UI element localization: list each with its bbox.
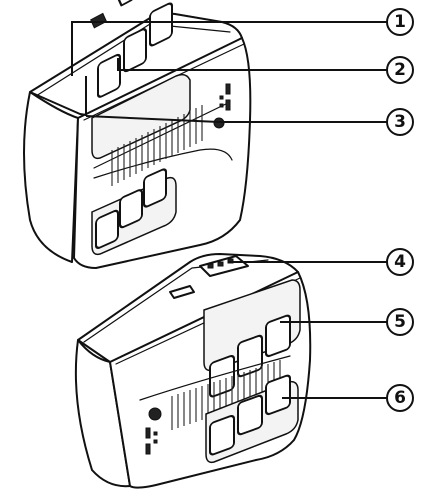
top-switch-panel [90, 0, 133, 29]
top-status-indicators [219, 83, 231, 111]
top-unit-illustration [23, 0, 252, 269]
bottom-outlet-row-upper [209, 314, 291, 398]
callout-label-2: 2 [394, 60, 406, 80]
callout-4: 4 [228, 248, 414, 276]
callout-label-1: 1 [394, 12, 406, 32]
top-vent-grille [111, 105, 203, 186]
top-outlet-row-upper [97, 2, 173, 98]
bottom-unit-illustration [74, 253, 312, 489]
callout-1: 1 [71, 8, 414, 116]
callout-label-6: 6 [394, 388, 406, 408]
callout-label-5: 5 [394, 312, 406, 332]
callout-label-3: 3 [394, 112, 406, 132]
bottom-status-indicators [145, 427, 158, 455]
callout-6: 6 [282, 384, 414, 412]
callout-label-4: 4 [394, 252, 406, 272]
bottom-outlet-row-lower [209, 374, 291, 456]
bottom-display-panel [169, 255, 249, 299]
callout-3: 3 [85, 108, 414, 136]
callout-2: 2 [117, 56, 414, 84]
top-outlet-row-lower [95, 168, 167, 249]
callout-5: 5 [280, 308, 414, 336]
bottom-power-button [148, 407, 162, 421]
